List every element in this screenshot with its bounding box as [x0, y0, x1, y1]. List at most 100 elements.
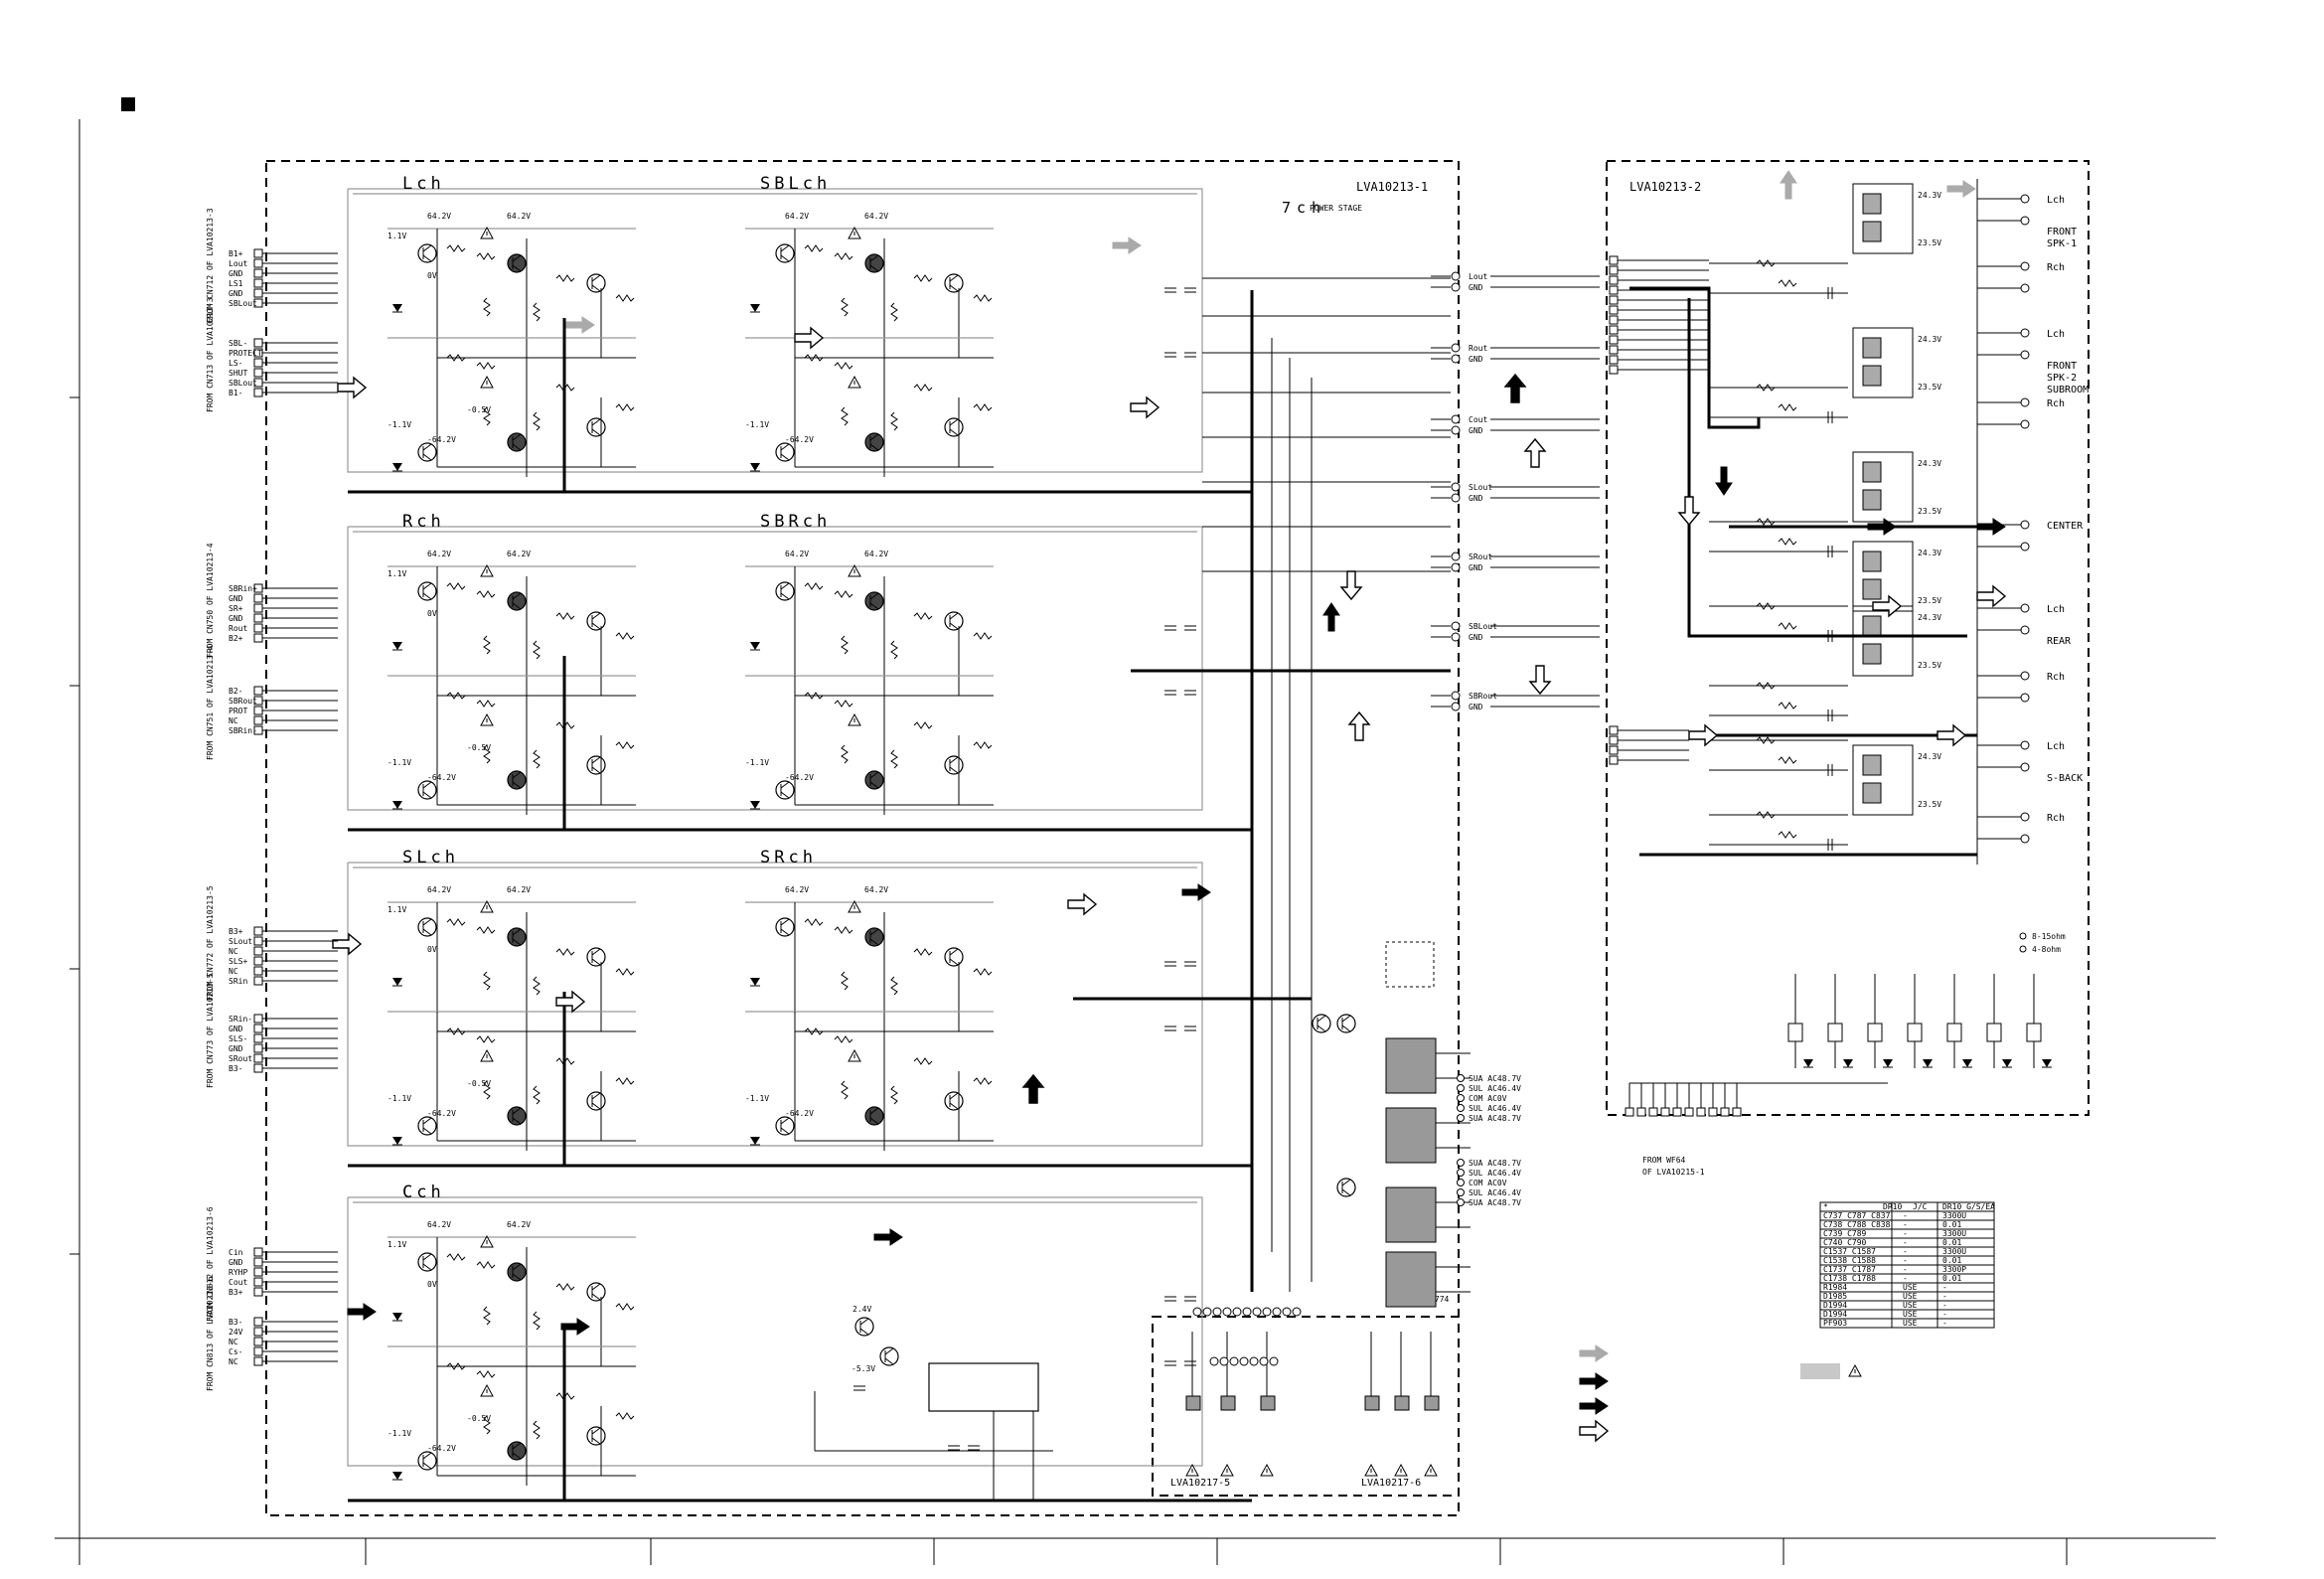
- resistor: [1778, 831, 1797, 839]
- resistor: [834, 1035, 853, 1043]
- resistor: [483, 406, 491, 426]
- headphone-relay: [1385, 941, 1435, 988]
- resistor: [555, 1283, 575, 1291]
- resistor: [804, 1027, 824, 1035]
- connector-pin-label: GND: [229, 594, 243, 603]
- speaker-jack: [2020, 542, 2030, 552]
- relay-coil-icon: [1862, 615, 1882, 637]
- resistor: [913, 612, 933, 620]
- resistor: [533, 640, 541, 660]
- board2-bottom-pin: [1648, 1107, 1658, 1117]
- speaker-jack: [2020, 328, 2030, 338]
- lva-connector-pin: [1192, 1307, 1202, 1317]
- transistor-icon: [417, 581, 437, 601]
- impedance-label: 4-8ohm: [2032, 945, 2061, 954]
- connector-pin-label: SBLout: [229, 379, 257, 388]
- signal-flow-arrow: [1677, 496, 1701, 527]
- resistor: [615, 403, 635, 411]
- resistor: [890, 411, 898, 431]
- parts-table-cell: C738 C788 C838: [1823, 1220, 1891, 1229]
- voltage-label: 64.2V: [507, 1220, 531, 1229]
- amp-channel: [745, 901, 994, 1041]
- ac-line-label: COM AC0V: [1469, 1094, 1507, 1103]
- output-label: SBRout: [1469, 692, 1497, 701]
- bridge-rectifier-icon: [1394, 1395, 1410, 1411]
- speaker-jack: [2020, 216, 2030, 226]
- signal-flow-arrow: [1976, 518, 2006, 536]
- speaker-terminal: Rch: [1977, 671, 2065, 703]
- connector-pin-label: B3+: [229, 927, 243, 936]
- ac-terminal: [1457, 1094, 1465, 1102]
- channel-label-right: SBLch: [760, 174, 831, 194]
- connector-pin: [253, 1247, 263, 1257]
- voltage-label: -0.5V: [467, 743, 491, 752]
- lva-connector-pin: [1212, 1307, 1222, 1317]
- board2-connector-pin: [1609, 355, 1619, 365]
- resistor: [841, 297, 849, 317]
- speaker-group-label: FRONT: [2047, 361, 2077, 372]
- parts-table-cell: -: [1903, 1256, 1908, 1265]
- resistor: [483, 297, 491, 317]
- board2-connector-pin: [1609, 325, 1619, 335]
- output-gnd-label: GND: [1469, 633, 1483, 642]
- parts-table-cell: D1994: [1823, 1301, 1847, 1310]
- connector-pin-label: SHUT: [229, 369, 247, 378]
- connector-pin: [253, 278, 263, 288]
- output-label: SLout: [1469, 483, 1492, 492]
- lva-connector-pin: [1229, 1356, 1239, 1366]
- parts-table-cell: PF903: [1823, 1319, 1847, 1328]
- output-gnd-label: GND: [1469, 355, 1483, 364]
- transistor-icon: [864, 770, 884, 790]
- parts-table-cell: -: [1942, 1319, 1947, 1328]
- transistor-icon: [1336, 1178, 1356, 1197]
- signal-flow-arrow: [337, 376, 368, 399]
- connector-header: FROM CN713 OF LVA10213-3: [206, 297, 215, 412]
- parts-table-cell: -: [1903, 1211, 1908, 1220]
- resistor: [615, 968, 635, 976]
- amp-channel: [745, 675, 994, 815]
- speaker-label: Rch: [2047, 262, 2065, 273]
- connector-pin: [253, 976, 263, 986]
- voltage-label: -1.1V: [745, 1094, 769, 1103]
- resistor: [913, 384, 933, 392]
- transistor-icon: [775, 780, 795, 800]
- board1-sub-label: 7ch: [1282, 199, 1326, 217]
- transistor-icon: [586, 947, 606, 967]
- parts-table-cell: USE: [1903, 1319, 1918, 1328]
- diode-icon: [392, 801, 402, 809]
- resistor: [555, 274, 575, 282]
- connector-pin-label: GND: [229, 269, 243, 278]
- connector-pin-label: PROT: [229, 707, 247, 715]
- voltage-label: 0V: [427, 945, 437, 954]
- connector-pin-label: SRin-: [229, 1015, 252, 1024]
- signal-flow-arrow: [1322, 602, 1340, 632]
- voltage-label: -1.1V: [745, 420, 769, 429]
- signal-flow-arrow: [1067, 892, 1098, 916]
- connector-pin: [253, 1043, 263, 1053]
- power-relay-icon: [1385, 1037, 1437, 1094]
- connector-pin-label: SBLout: [229, 299, 257, 308]
- transistor-icon: [417, 442, 437, 462]
- resistor: [834, 590, 853, 598]
- parts-table-cell: -: [1903, 1265, 1908, 1274]
- connector-pin-label: NC: [229, 1338, 238, 1346]
- parts-table-cell: -: [1942, 1310, 1947, 1319]
- bus-lines: [974, 277, 1552, 1501]
- relay-coil-icon: [1862, 365, 1882, 387]
- board2-bottom-pin: [1732, 1107, 1742, 1117]
- board2-bottom-pin: [1625, 1107, 1634, 1117]
- resistor: [533, 1311, 541, 1331]
- channel-label-right: SRch: [760, 848, 817, 868]
- lva-connector-pin: [1259, 1356, 1269, 1366]
- resistor: [533, 749, 541, 769]
- resistor: [804, 582, 824, 590]
- transistor-icon: [507, 591, 527, 611]
- resistor: [476, 362, 496, 370]
